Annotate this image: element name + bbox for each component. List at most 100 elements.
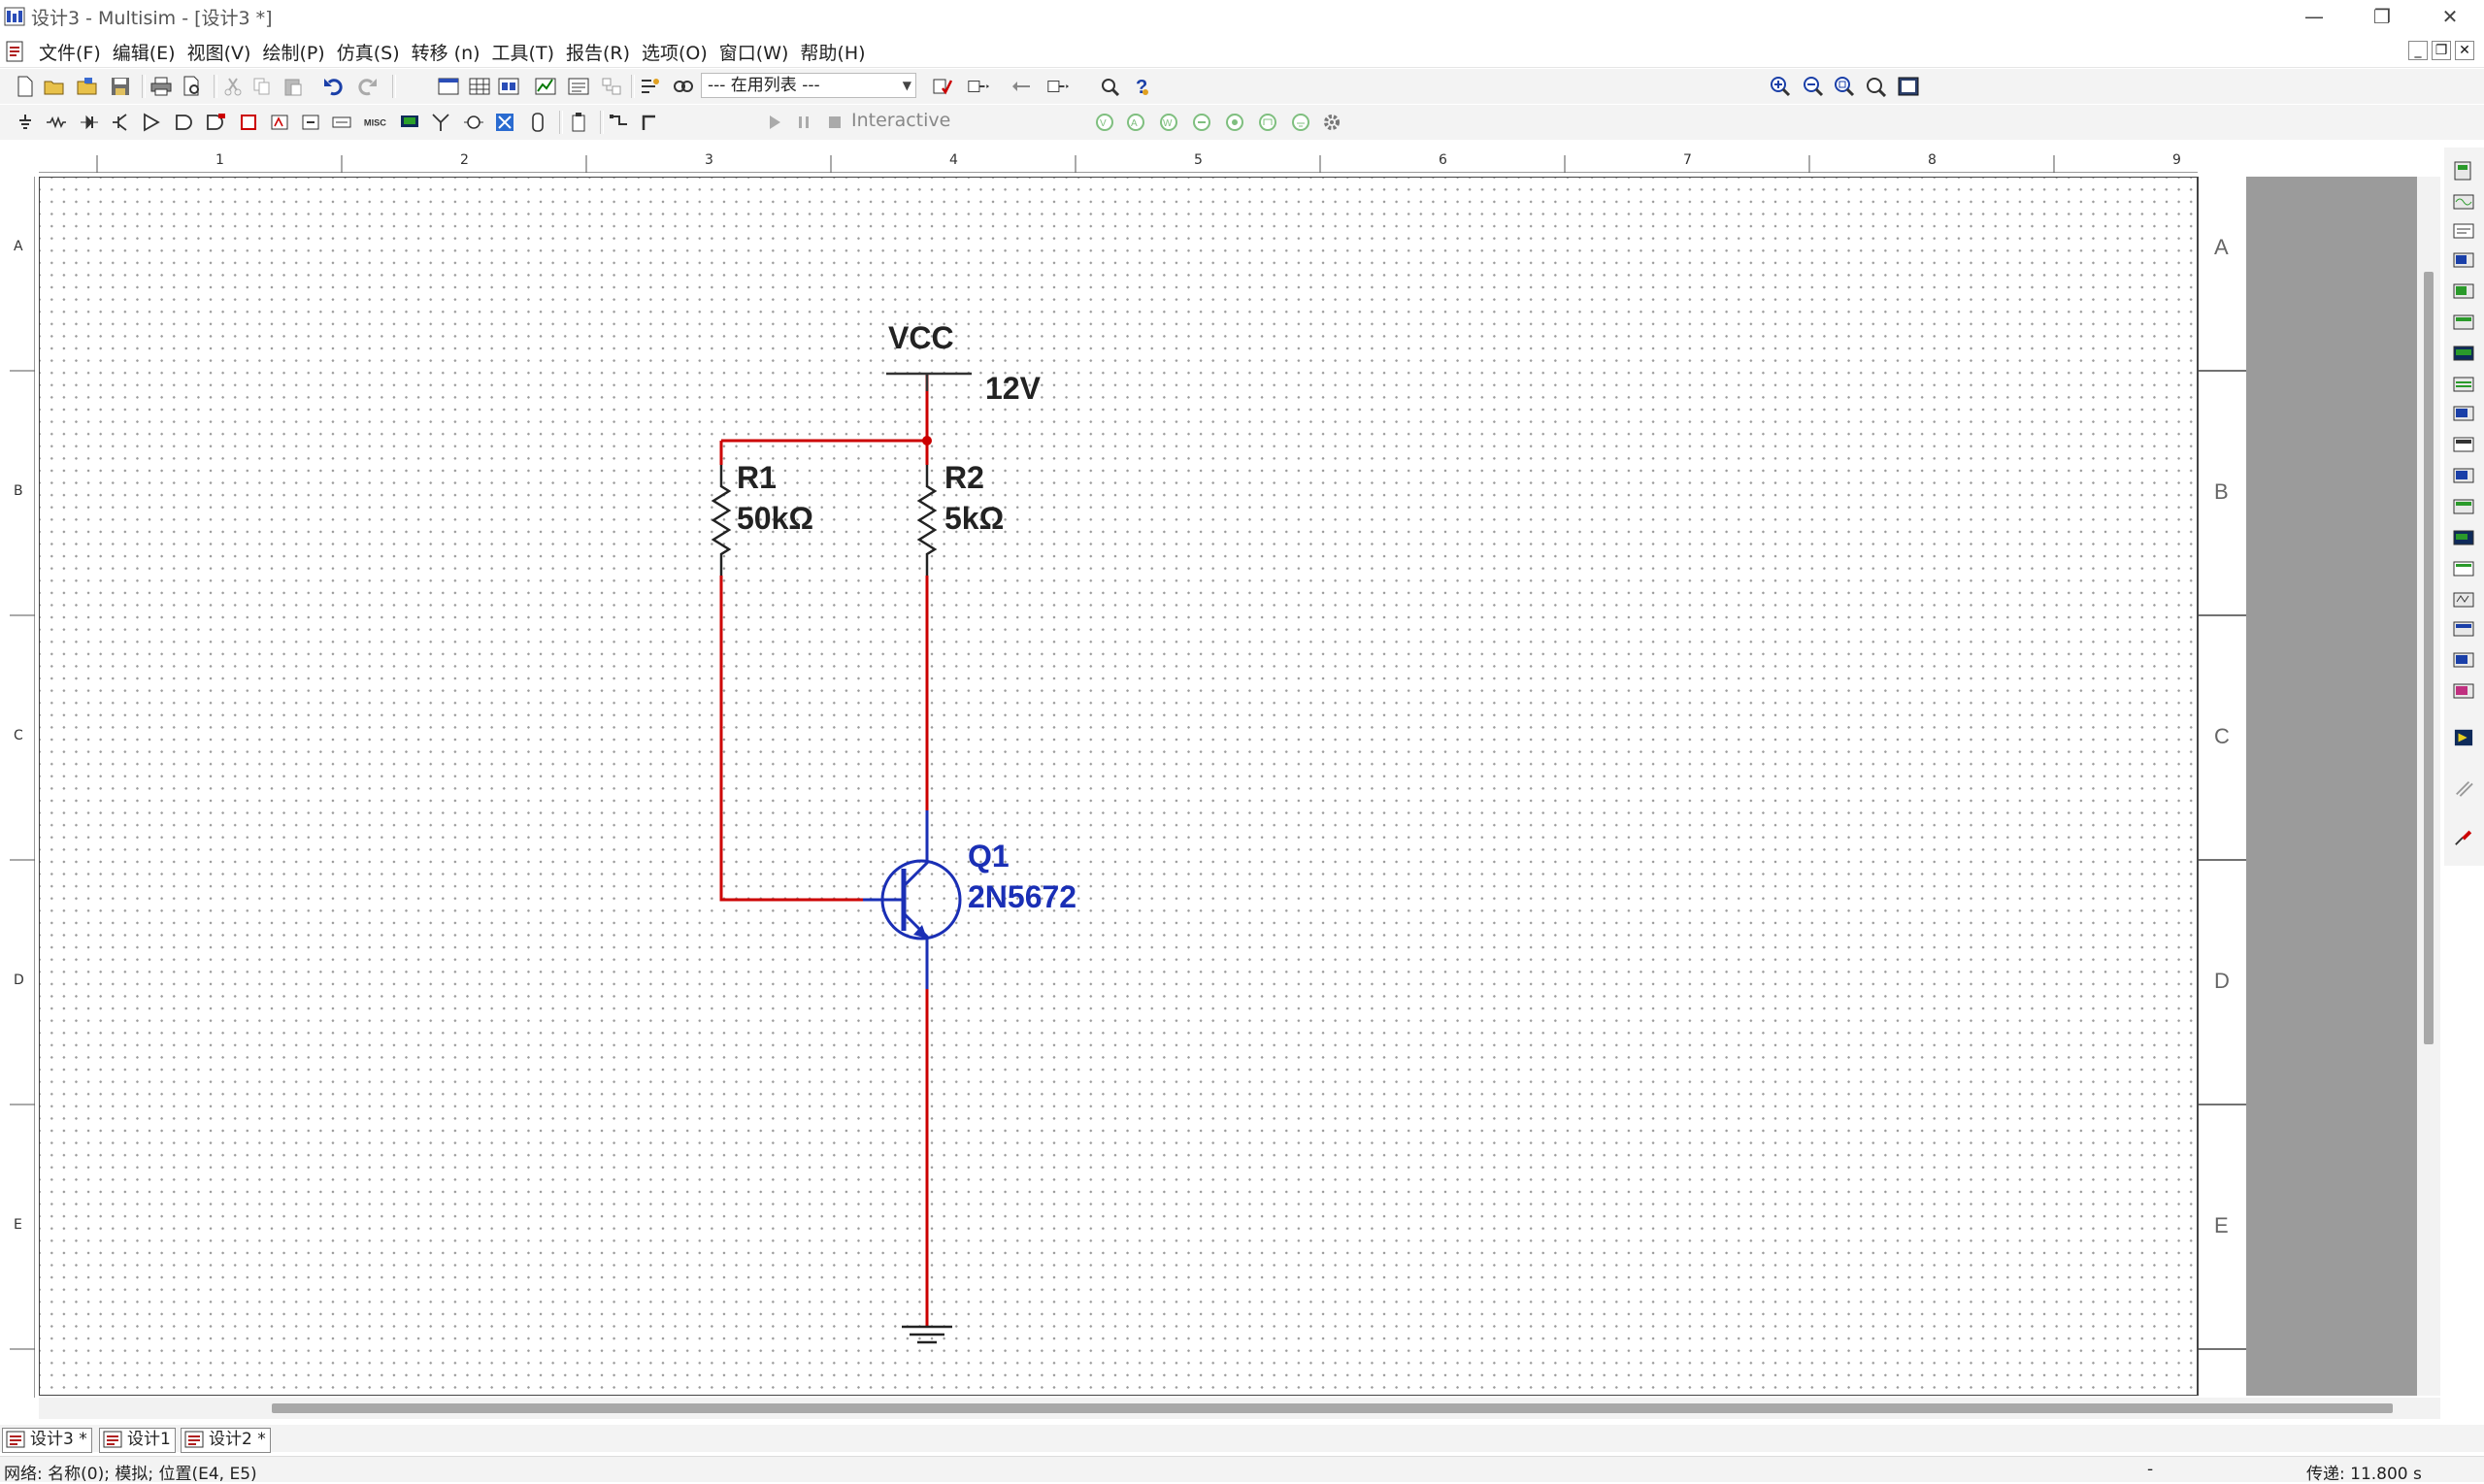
minimize-button[interactable]: — xyxy=(2304,5,2324,28)
design-toolbox-icon[interactable] xyxy=(437,75,460,98)
probe-reference-icon[interactable] xyxy=(1223,111,1246,134)
place-antenna-icon[interactable] xyxy=(429,111,452,134)
place-hierarchical-icon[interactable] xyxy=(567,111,590,134)
place-analog-icon[interactable] xyxy=(140,111,163,134)
wattmeter-icon[interactable] xyxy=(2452,221,2475,241)
place-cmos-icon[interactable] xyxy=(204,111,227,134)
probe-current-icon[interactable]: A xyxy=(1124,111,1147,134)
menu-place[interactable]: 绘制(P) xyxy=(262,43,325,64)
netlist-icon[interactable] xyxy=(639,75,662,98)
r2-resistor-icon[interactable] xyxy=(916,465,938,576)
find-examples-icon[interactable] xyxy=(1099,75,1122,98)
copy-icon[interactable] xyxy=(250,75,274,98)
stop-simulation-icon[interactable] xyxy=(823,111,846,134)
schematic-canvas[interactable]: VCC 12V R1 50kΩ R2 5kΩ Q1 2N5672 xyxy=(39,177,2198,1396)
place-mixed-icon[interactable] xyxy=(268,111,291,134)
zoom-in-icon[interactable] xyxy=(1769,75,1792,98)
zoom-fit-icon[interactable] xyxy=(1864,75,1887,98)
menu-options[interactable]: 选项(O) xyxy=(642,43,708,64)
redo-icon[interactable] xyxy=(355,75,379,98)
transfer-to-ultiboard-icon[interactable] xyxy=(967,75,990,98)
multimeter-icon[interactable] xyxy=(2452,161,2475,181)
zoom-area-icon[interactable] xyxy=(1833,75,1856,98)
paste-icon[interactable] xyxy=(282,75,305,98)
place-bus-icon[interactable] xyxy=(608,111,631,134)
grapher-icon[interactable] xyxy=(534,75,557,98)
place-power-icon[interactable] xyxy=(299,111,322,134)
place-misc-icon[interactable] xyxy=(330,111,353,134)
place-misc-text-icon[interactable]: MISC xyxy=(363,111,386,134)
tab-design3[interactable]: 设计3 * xyxy=(2,1428,92,1453)
wire-r1-base[interactable] xyxy=(719,576,863,902)
menu-view[interactable]: 视图(V) xyxy=(186,43,251,64)
agilent-scope-icon[interactable] xyxy=(2452,650,2475,670)
menu-simulate[interactable]: 仿真(S) xyxy=(336,43,400,64)
iv-analyzer-icon[interactable] xyxy=(2452,466,2475,485)
frequency-counter-icon[interactable] xyxy=(2452,344,2475,363)
probe-ref-ground-icon[interactable] xyxy=(1289,111,1312,134)
simulation-mode[interactable]: Interactive xyxy=(851,110,951,131)
zoom-out-icon[interactable] xyxy=(1802,75,1825,98)
menu-file[interactable]: 文件(F) xyxy=(39,43,101,64)
logic-analyzer-icon[interactable] xyxy=(2452,404,2475,423)
place-basic-icon[interactable] xyxy=(45,111,68,134)
spreadsheet-view-icon[interactable] xyxy=(468,75,491,98)
agilent-generator-icon[interactable] xyxy=(2452,590,2475,610)
menu-tools[interactable]: 工具(T) xyxy=(491,43,554,64)
place-wire-icon[interactable] xyxy=(639,111,662,134)
tab-design2[interactable]: 设计2 * xyxy=(181,1428,271,1453)
wire-vcc-top[interactable] xyxy=(721,374,929,443)
network-analyzer-icon[interactable] xyxy=(2452,559,2475,578)
mdi-minimize-button[interactable]: _ xyxy=(2408,41,2428,60)
cut-icon[interactable] xyxy=(221,75,245,98)
place-connector-icon[interactable] xyxy=(526,111,549,134)
tektronix-scope-icon[interactable] xyxy=(2452,681,2475,701)
help-icon[interactable]: ? xyxy=(1130,75,1153,98)
place-transistor-icon[interactable] xyxy=(109,111,132,134)
menu-help[interactable]: 帮助(H) xyxy=(800,43,866,64)
menu-transfer[interactable]: 转移 (n) xyxy=(411,43,480,64)
vcc-symbol[interactable] xyxy=(886,372,972,391)
probe-digital-icon[interactable] xyxy=(1256,111,1279,134)
probe-differential-icon[interactable] xyxy=(1190,111,1213,134)
erc-icon[interactable] xyxy=(672,75,695,98)
menu-edit[interactable]: 编辑(E) xyxy=(112,43,176,64)
print-icon[interactable] xyxy=(149,75,173,98)
undo-icon[interactable] xyxy=(322,75,346,98)
menu-reports[interactable]: 报告(R) xyxy=(565,43,631,64)
word-generator-icon[interactable] xyxy=(2452,375,2475,394)
place-ttl-icon[interactable] xyxy=(173,111,196,134)
ground-icon[interactable] xyxy=(902,1325,952,1344)
labview-instrument-icon[interactable] xyxy=(2452,728,2475,747)
place-diode-icon[interactable] xyxy=(78,111,101,134)
mdi-restore-button[interactable]: ❐ xyxy=(2432,41,2451,60)
probe-power-icon[interactable]: W xyxy=(1157,111,1180,134)
horizontal-scroll-thumb[interactable] xyxy=(272,1403,2393,1413)
four-channel-scope-icon[interactable] xyxy=(2452,281,2475,301)
pause-simulation-icon[interactable] xyxy=(792,111,815,134)
oscilloscope-icon[interactable] xyxy=(2452,250,2475,270)
probe-settings-gear-icon[interactable] xyxy=(1320,111,1343,134)
postprocessor-icon[interactable] xyxy=(567,75,590,98)
r1-resistor-icon[interactable] xyxy=(711,465,732,576)
place-misc-digital-icon[interactable] xyxy=(237,111,260,134)
tab-design1[interactable]: 设计1 xyxy=(99,1428,176,1453)
open-sample-icon[interactable] xyxy=(76,75,99,98)
bode-plotter-icon[interactable] xyxy=(2452,313,2475,332)
agilent-multimeter-icon[interactable] xyxy=(2452,619,2475,639)
back-annotate-icon[interactable] xyxy=(1010,75,1033,98)
mdi-close-button[interactable]: ✕ xyxy=(2455,41,2474,60)
place-electromech-icon[interactable] xyxy=(462,111,485,134)
open-folder-icon[interactable] xyxy=(43,75,66,98)
current-probe-icon[interactable] xyxy=(2452,778,2475,798)
new-file-icon[interactable] xyxy=(14,75,37,98)
component-wizard-icon[interactable] xyxy=(600,75,623,98)
run-simulation-icon[interactable] xyxy=(763,111,786,134)
close-button[interactable]: ✕ xyxy=(2441,5,2459,28)
vertical-scroll-thumb[interactable] xyxy=(2424,272,2434,1044)
forward-annotate-icon[interactable] xyxy=(1046,75,1070,98)
probe-voltage-icon[interactable]: V xyxy=(1093,111,1116,134)
place-advanced-icon[interactable] xyxy=(493,111,516,134)
in-use-list-dropdown[interactable]: --- 在用列表 --- ▼ xyxy=(701,73,916,98)
place-source-icon[interactable] xyxy=(14,111,37,134)
